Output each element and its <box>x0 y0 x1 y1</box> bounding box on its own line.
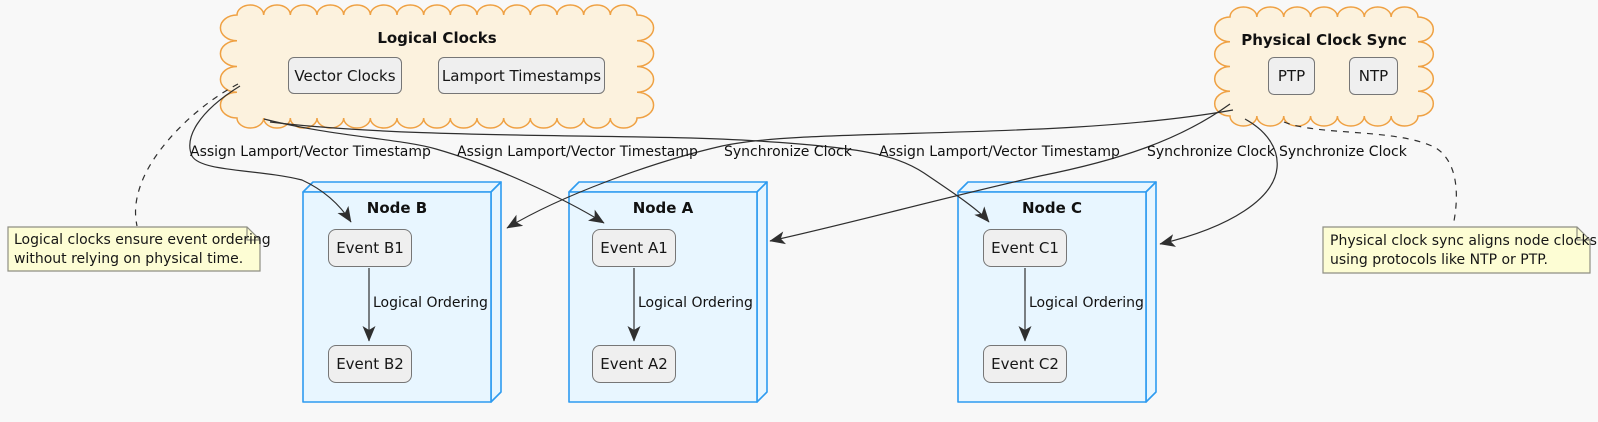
edge-sync-to-node-a <box>769 103 1231 245</box>
item-vector-clocks: Vector Clocks <box>288 57 402 94</box>
note-right-line2: using protocols like NTP or PTP. <box>1330 252 1548 268</box>
cloud-shape-logical-clocks <box>219 4 655 129</box>
event-box-b1: Event B1 <box>328 229 412 267</box>
item-ntp: NTP <box>1349 57 1398 95</box>
edge-label-sync-b: Synchronize Clock <box>724 144 852 160</box>
edge-sync-to-node-c <box>1159 118 1278 247</box>
note-left-line1: Logical clocks ensure event ordering <box>14 232 271 248</box>
item-lamport-timestamps: Lamport Timestamps <box>438 57 605 94</box>
edge-assign-to-event-b1 <box>189 85 352 223</box>
edge-label-sync-c: Synchronize Clock <box>1279 144 1407 160</box>
note-connector-left <box>134 83 239 227</box>
event-box-c2: Event C2 <box>983 345 1067 383</box>
cloud-title-logical-clocks: Logical Clocks <box>377 29 497 47</box>
cloud-shape-physical-clock-sync <box>1214 6 1434 127</box>
ordering-label-c: Logical Ordering <box>1029 295 1144 311</box>
note-connector-right <box>1283 121 1457 227</box>
cloud-title-physical-clock-sync: Physical Clock Sync <box>1241 31 1407 49</box>
event-box-c1: Event C1 <box>983 229 1067 267</box>
event-box-b2: Event B2 <box>328 345 412 383</box>
edge-label-assign-c: Assign Lamport/Vector Timestamp <box>879 144 1120 160</box>
note-shape-left <box>7 226 261 272</box>
node-title-b: Node B <box>366 199 428 217</box>
node-title-c: Node C <box>1022 199 1082 217</box>
ordering-label-a: Logical Ordering <box>638 295 753 311</box>
edge-assign-to-event-a1 <box>263 118 605 224</box>
ordering-label-b: Logical Ordering <box>373 295 488 311</box>
note-shape-right <box>1322 226 1591 274</box>
note-left-line2: without relying on physical time. <box>14 251 244 267</box>
event-box-a1: Event A1 <box>592 229 676 267</box>
edge-label-sync-a: Synchronize Clock <box>1147 144 1275 160</box>
edge-label-assign-a: Assign Lamport/Vector Timestamp <box>457 144 698 160</box>
node-title-a: Node A <box>632 199 694 217</box>
edge-assign-to-event-c1 <box>269 121 990 223</box>
note-right-text: Physical clock sync aligns node clocks u… <box>1330 232 1597 270</box>
event-box-a2: Event A2 <box>592 345 676 383</box>
edge-sync-to-node-b <box>506 109 1234 229</box>
note-right-line1: Physical clock sync aligns node clocks <box>1330 233 1597 249</box>
item-ptp: PTP <box>1268 57 1315 95</box>
note-left-text: Logical clocks ensure event ordering wit… <box>14 231 271 269</box>
edge-label-assign-b: Assign Lamport/Vector Timestamp <box>190 144 431 160</box>
